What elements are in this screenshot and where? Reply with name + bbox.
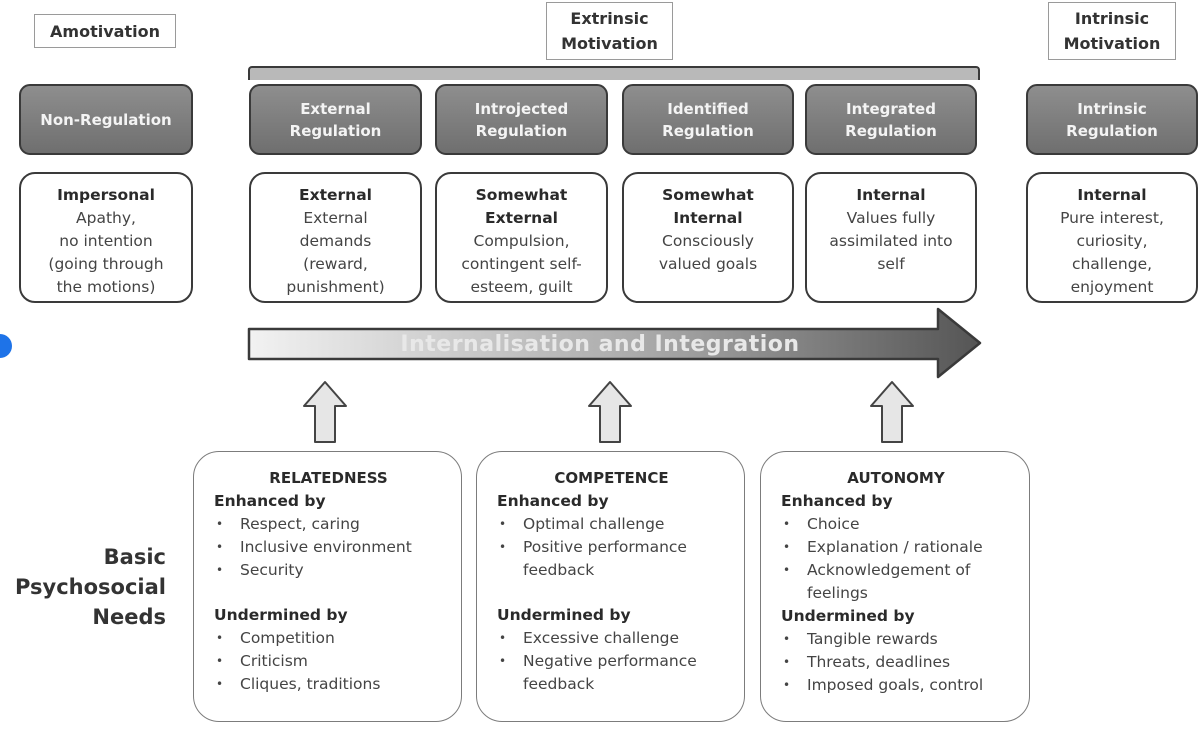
list-item: Optimal challenge	[497, 513, 712, 536]
list-item: Explanation / rationale	[781, 536, 996, 559]
locus-box-integrated: Internal Values fully assimilated into s…	[805, 172, 977, 303]
enhanced-heading: Enhanced by	[214, 492, 326, 510]
undermined-heading: Undermined by	[214, 606, 348, 624]
regulation-box-external: External Regulation	[249, 84, 422, 155]
list-item: Negative performance feedback	[497, 650, 712, 696]
regulation-box-identified: Identified Regulation	[622, 84, 794, 155]
locus-heading: Internal	[856, 186, 926, 204]
list-item: Respect, caring	[214, 513, 451, 536]
intrinsic-motivation-label: Intrinsic Motivation	[1048, 2, 1176, 60]
list-item: Criticism	[214, 650, 451, 673]
list-item: Choice	[781, 513, 996, 536]
need-title: RELATEDNESS	[269, 469, 388, 487]
locus-box-introjected: Somewhat External Compulsion, contingent…	[435, 172, 608, 303]
list-item: Inclusive environment	[214, 536, 451, 559]
extrinsic-bracket	[248, 66, 980, 80]
locus-heading: Impersonal	[57, 186, 155, 204]
locus-description: External demands (reward, punishment)	[286, 209, 385, 296]
locus-heading: Somewhat External	[475, 186, 568, 227]
undermined-heading: Undermined by	[497, 606, 631, 624]
enhanced-heading: Enhanced by	[781, 492, 893, 510]
regulation-box-integrated: Integrated Regulation	[805, 84, 977, 155]
locus-description: Consciously valued goals	[658, 232, 758, 273]
need-title: AUTONOMY	[847, 469, 945, 487]
locus-description: Compulsion, contingent self- esteem, gui…	[461, 232, 582, 296]
locus-description: Values fully assimilated into self	[829, 209, 953, 273]
list-item: Acknowledgement of feelings	[781, 559, 996, 605]
up-arrow-icon	[870, 381, 914, 443]
list-item: Positive performance feedback	[497, 536, 712, 582]
enhanced-heading: Enhanced by	[497, 492, 609, 510]
need-box-autonomy: AUTONOMY Enhanced by Choice Explanation …	[760, 451, 1030, 722]
locus-box-intrinsic: Internal Pure interest, curiosity, chall…	[1026, 172, 1198, 303]
up-arrow-icon	[303, 381, 347, 443]
basic-needs-label: Basic Psychosocial Needs	[15, 545, 166, 629]
locus-heading: Somewhat Internal	[662, 186, 754, 227]
locus-box-external: External External demands (reward, punis…	[249, 172, 422, 303]
regulation-box-introjected: Introjected Regulation	[435, 84, 608, 155]
need-box-relatedness: RELATEDNESS Enhanced by Respect, caring …	[193, 451, 462, 722]
locus-heading: External	[299, 186, 372, 204]
list-item: Tangible rewards	[781, 628, 1019, 651]
locus-description: Pure interest, curiosity, challenge, enj…	[1060, 209, 1164, 296]
list-item: Threats, deadlines	[781, 651, 1019, 674]
locus-box-identified: Somewhat Internal Consciously valued goa…	[622, 172, 794, 303]
list-item: Security	[214, 559, 451, 582]
locus-box-non: Impersonal Apathy, no intention (going t…	[19, 172, 193, 303]
list-item: Competition	[214, 627, 451, 650]
internalisation-arrow-label: Internalisation and Integration	[400, 331, 800, 357]
regulation-box-intrinsic: Intrinsic Regulation	[1026, 84, 1198, 155]
list-item: Excessive challenge	[497, 627, 712, 650]
extrinsic-motivation-label: Extrinsic Motivation	[546, 2, 673, 60]
amotivation-label: Amotivation	[34, 14, 176, 48]
edge-marker	[0, 334, 12, 358]
undermined-heading: Undermined by	[781, 607, 915, 625]
internalisation-arrow-icon	[247, 307, 982, 379]
locus-description: Apathy, no intention (going through the …	[48, 209, 164, 296]
list-item: Cliques, traditions	[214, 673, 451, 696]
locus-heading: Internal	[1077, 186, 1147, 204]
up-arrow-icon	[588, 381, 632, 443]
need-title: COMPETENCE	[554, 469, 669, 487]
need-box-competence: COMPETENCE Enhanced by Optimal challenge…	[476, 451, 745, 722]
regulation-box-non: Non-Regulation	[19, 84, 193, 155]
list-item: Imposed goals, control	[781, 674, 1019, 697]
